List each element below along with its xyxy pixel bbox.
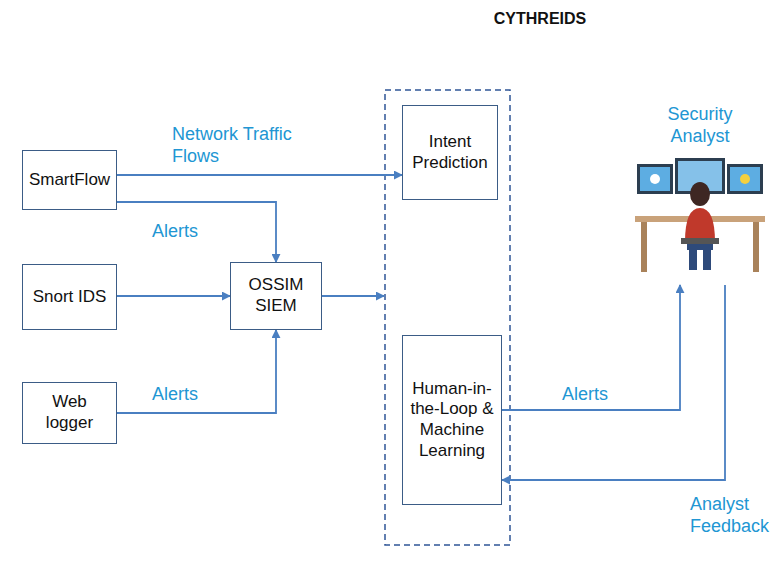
connector: [117, 202, 276, 262]
group-input-arrow: [322, 295, 384, 297]
edge-label: Alerts: [560, 384, 624, 406]
edge-label: Analyst Feedback: [688, 494, 775, 538]
source-box: Snort IDS: [22, 264, 117, 330]
edge-label: Network Traffic Flows: [170, 124, 294, 168]
node-text: Human-in-the-Loop & Machine Learning: [407, 379, 497, 462]
source-box: Web logger: [22, 382, 117, 444]
connector: [502, 285, 725, 480]
dashed-group-outline: [385, 90, 510, 545]
siem-box: OSSIM SIEM: [230, 262, 322, 330]
connector: [117, 295, 230, 297]
edge-label: Alerts: [150, 384, 214, 406]
connector: [117, 174, 402, 176]
diagram-title: CYTHREIDS: [400, 10, 680, 28]
node-text: Security Analyst: [660, 104, 740, 148]
process-box: Human-in-the-Loop & Machine Learning: [402, 335, 502, 505]
node-text: Snort IDS: [33, 287, 107, 308]
node-text: Intent Prediction: [407, 132, 493, 173]
analyst-illustration: [635, 154, 765, 274]
node-text: SmartFlow: [29, 170, 110, 191]
source-box: SmartFlow: [22, 150, 117, 210]
process-box: Intent Prediction: [402, 105, 498, 200]
connector: [502, 285, 680, 410]
node-text: Web logger: [27, 392, 112, 433]
connector: [117, 330, 276, 413]
node-text: OSSIM SIEM: [235, 275, 317, 316]
edge-label: Alerts: [150, 221, 214, 243]
analyst-figure: Security Analyst: [630, 100, 770, 285]
